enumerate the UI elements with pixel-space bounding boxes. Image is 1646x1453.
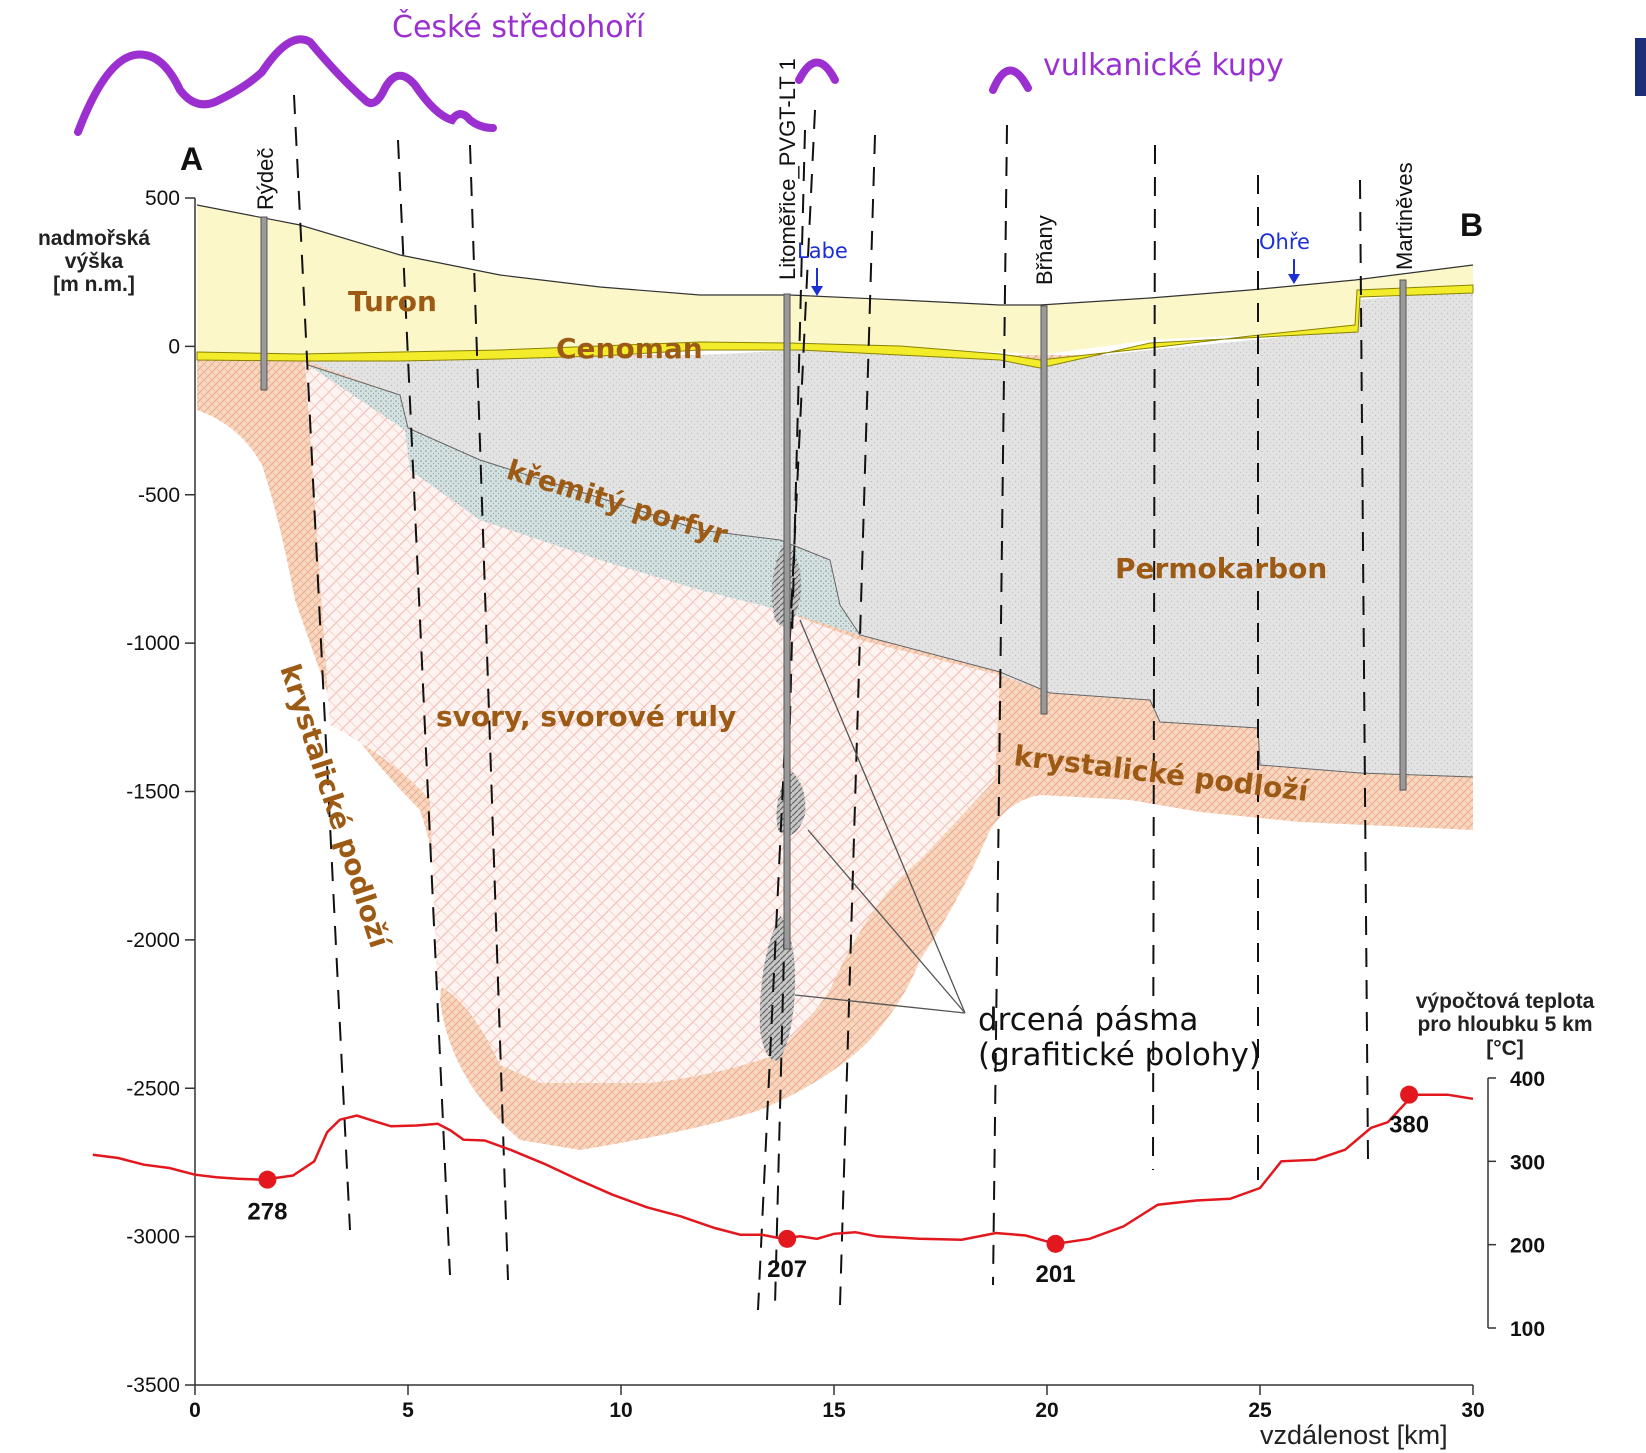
temperature-axis: 400 300 200 100 <box>1487 1068 1545 1341</box>
corner-mark <box>1635 38 1646 96</box>
temperature-label-3: [°C] <box>1486 1037 1524 1060</box>
temperature-line <box>92 1093 1474 1246</box>
elevation-tick-label: -500 <box>138 484 180 507</box>
temperature-point <box>258 1170 277 1189</box>
volcanic-hill-1 <box>795 58 839 84</box>
schist-body <box>305 362 1000 1083</box>
temperature-tick-label: 200 <box>1510 1235 1545 1258</box>
distance-tick-label: 25 <box>1248 1399 1272 1422</box>
well-label-rydec: Rýdeč <box>253 148 278 210</box>
distance-axis-label: vzdálenost [km] <box>1260 1420 1448 1450</box>
temperature-label-1: výpočtová teplota <box>1416 990 1595 1013</box>
temperature-point-label: 207 <box>767 1256 807 1283</box>
temperature-tick-label: 100 <box>1510 1318 1545 1341</box>
unit-label-turon: Turon <box>348 285 437 318</box>
unit-label-permocarbon: Permokarbon <box>1115 552 1327 585</box>
elevation-tick-label: -1500 <box>126 781 180 804</box>
well-litomerice <box>783 293 791 950</box>
temperature-label-2: pro hloubku 5 km <box>1417 1013 1592 1036</box>
pointer-line <box>794 994 966 1014</box>
temperature-point <box>778 1229 797 1248</box>
elevation-label-3: [m n.m.] <box>53 273 135 296</box>
distance-tick-label: 10 <box>609 1399 632 1422</box>
river-arrow-labe <box>811 268 823 296</box>
temperature-point-label: 201 <box>1035 1261 1075 1288</box>
volcanic-label: vulkanické kupy <box>1043 48 1284 83</box>
fault-line <box>1359 179 1369 1161</box>
fault-line <box>757 109 816 1311</box>
annotation-crushed-zones: drcená pásma <box>978 1002 1198 1038</box>
elevation-tick-label: -3500 <box>126 1374 180 1397</box>
fault-line <box>397 139 451 1276</box>
temperature-tick-label: 300 <box>1510 1151 1545 1174</box>
pointer-line <box>799 619 966 1014</box>
volcanic-hill-2 <box>989 66 1032 94</box>
temperature-point <box>1400 1085 1419 1104</box>
distance-tick-label: 5 <box>402 1399 414 1422</box>
fault-line <box>1152 144 1156 1171</box>
profile-end-b: B <box>1460 207 1483 243</box>
annotation-graphitic: (grafitické polohy) <box>978 1037 1261 1073</box>
unit-label-schists: svory, svorové ruly <box>436 700 736 733</box>
distance-tick-label: 0 <box>189 1399 201 1422</box>
river-label-ohre: Ohře <box>1259 230 1310 254</box>
well-brnany <box>1040 305 1048 715</box>
elevation-axis: 500 0 -500 -1000 -1500 -2000 -2500 -3000 -3500 <box>126 187 196 1397</box>
elevation-label-1: nadmořská <box>38 227 150 250</box>
well-martineves <box>1399 279 1407 791</box>
well-label-brnany: Břňany <box>1032 215 1057 285</box>
distance-tick-label: 20 <box>1035 1399 1058 1422</box>
porphyry-body <box>308 365 860 635</box>
unit-label-cenoman: Cenoman <box>556 332 703 365</box>
elevation-tick-label: -2500 <box>126 1077 180 1100</box>
river-arrow-ohre <box>1288 259 1300 284</box>
well-rydec <box>260 216 268 391</box>
title: České středohoří <box>392 8 646 45</box>
fault-line <box>293 94 351 1231</box>
temperature-point-label: 278 <box>247 1199 287 1226</box>
elevation-tick-label: -1000 <box>126 632 180 655</box>
elevation-tick-label: -2000 <box>126 929 180 952</box>
distance-tick-label: 30 <box>1461 1399 1484 1422</box>
well-label-martineves: Martiněves <box>1392 162 1417 270</box>
elevation-tick-label: 500 <box>145 187 180 210</box>
distance-axis: 0 5 10 15 20 25 30 <box>189 1384 1485 1422</box>
crushed-zone-3 <box>759 915 795 1061</box>
well-label-litomerice: Litoměřice_PVGT-LT 1 <box>775 58 800 280</box>
temperature-tick-label: 400 <box>1510 1068 1545 1091</box>
fault-line <box>469 144 509 1281</box>
permocarbon-body <box>308 290 1473 777</box>
fault-line <box>839 134 876 1306</box>
profile-end-a: A <box>180 141 203 177</box>
temperature-point-label: 380 <box>1389 1112 1429 1139</box>
elevation-tick-label: 0 <box>168 335 180 358</box>
distance-tick-label: 15 <box>822 1399 846 1422</box>
pointer-line <box>807 829 966 1014</box>
elevation-label-2: výška <box>65 250 124 273</box>
elevation-tick-label: -3000 <box>126 1226 180 1249</box>
river-label-labe: Labe <box>797 239 848 263</box>
surface-line <box>196 204 1474 306</box>
fault-line <box>992 124 1008 1286</box>
ceske-stredohori-hills <box>74 35 497 136</box>
temperature-point <box>1046 1234 1065 1253</box>
